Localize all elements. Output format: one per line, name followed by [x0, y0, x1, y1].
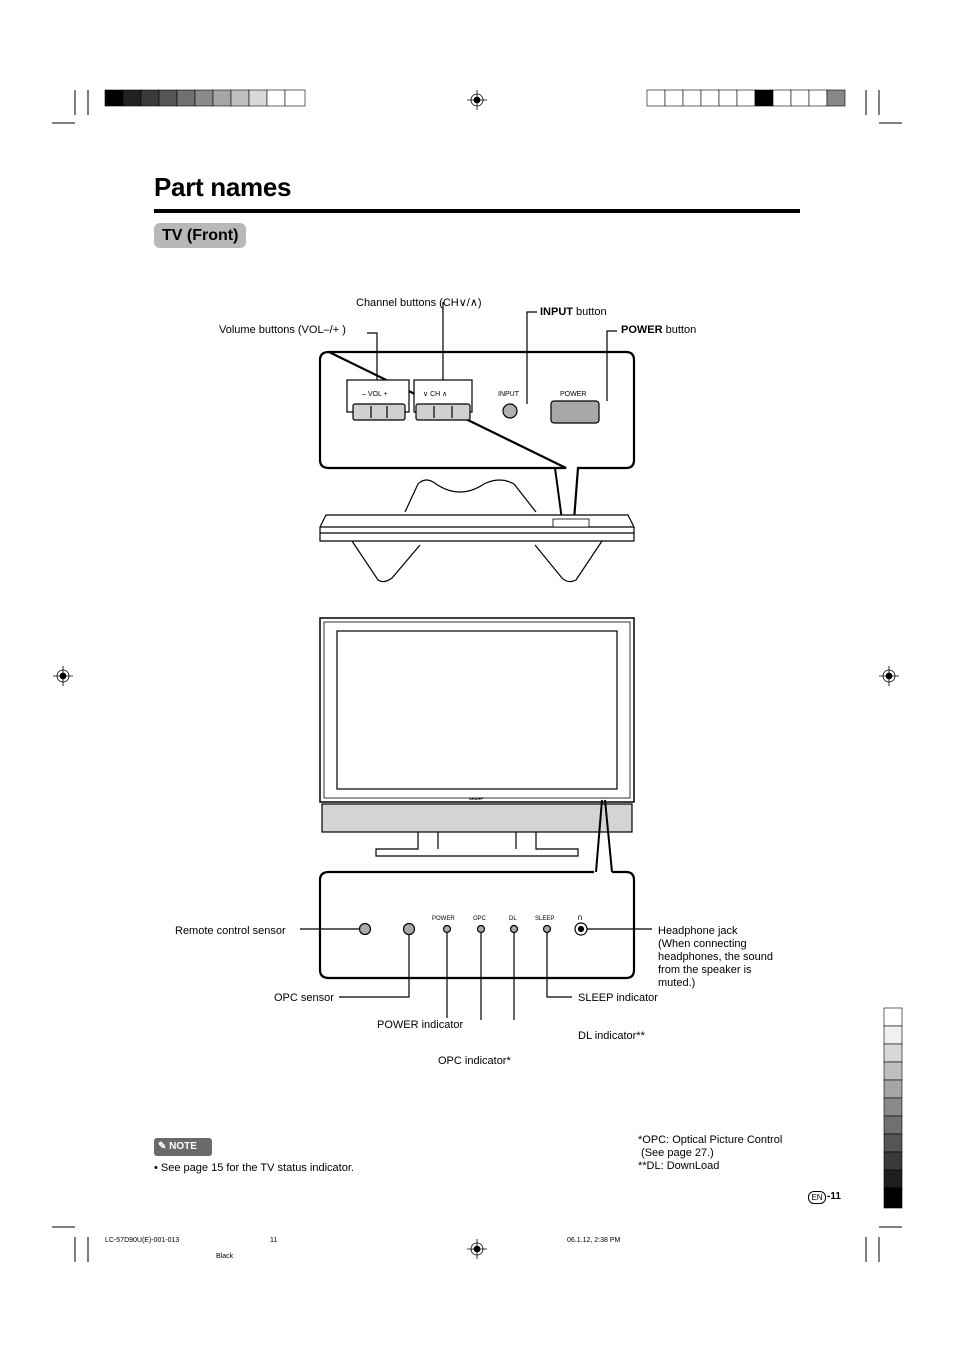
tv-brand-logo: SHARP — [469, 796, 483, 801]
vol-panel-text: – VOL + — [362, 391, 388, 398]
power-panel-text: POWER — [560, 391, 586, 398]
language-badge: EN — [808, 1191, 826, 1204]
page-number: -11 — [827, 1191, 841, 1202]
label-input-button: INPUT button — [540, 306, 607, 318]
label-headphone-jack: Headphone jack (When connecting headphon… — [658, 925, 773, 989]
note-badge: ✎ NOTE — [154, 1138, 212, 1156]
footer-color: Black — [216, 1253, 234, 1260]
indicator-text-power: POWER — [432, 916, 455, 922]
note-bullet: • See page 15 for the TV status indicato… — [154, 1162, 354, 1174]
label-opc-sensor: OPC sensor — [274, 992, 334, 1004]
headphone-icon: ∩ — [577, 913, 583, 922]
label-dl-indicator: DL indicator** — [578, 1030, 645, 1042]
footer-page: 11 — [270, 1237, 278, 1244]
page-title: Part names — [154, 172, 292, 202]
indicator-text-opc: OPC — [473, 916, 487, 922]
footer-doc-id: LC-57D90U(E)-001-013 — [105, 1237, 180, 1244]
label-channel-buttons: Channel buttons (CH∨/∧) — [356, 297, 482, 309]
input-panel-text: INPUT — [498, 391, 520, 398]
label-volume-buttons: Volume buttons (VOL–/+ ) — [219, 324, 346, 336]
footnotes: *OPC: Optical Picture Control (See page … — [638, 1134, 783, 1172]
label-sleep-indicator: SLEEP indicator — [578, 992, 658, 1004]
label-remote-sensor: Remote control sensor — [175, 925, 286, 937]
title-rule — [154, 209, 800, 213]
tv-top-diagram: – VOL + ∨ CH ∧ INPUT POWER — [318, 302, 636, 583]
tv-front-diagram: SHARP POWER OPC DL SLEEP ∩ — [300, 617, 652, 1020]
section-heading: TV (Front) — [154, 223, 247, 248]
label-power-indicator: POWER indicator — [377, 1019, 464, 1031]
pencil-icon: ✎ — [158, 1141, 167, 1152]
label-power-button: POWER button — [621, 324, 697, 336]
indicator-text-dl: DL — [509, 916, 517, 922]
ch-panel-text: ∨ CH ∧ — [423, 391, 447, 398]
indicator-text-sleep: SLEEP — [535, 916, 554, 922]
label-opc-indicator: OPC indicator* — [438, 1055, 511, 1067]
footer-date: 06.1.12, 2:38 PM — [567, 1237, 621, 1244]
